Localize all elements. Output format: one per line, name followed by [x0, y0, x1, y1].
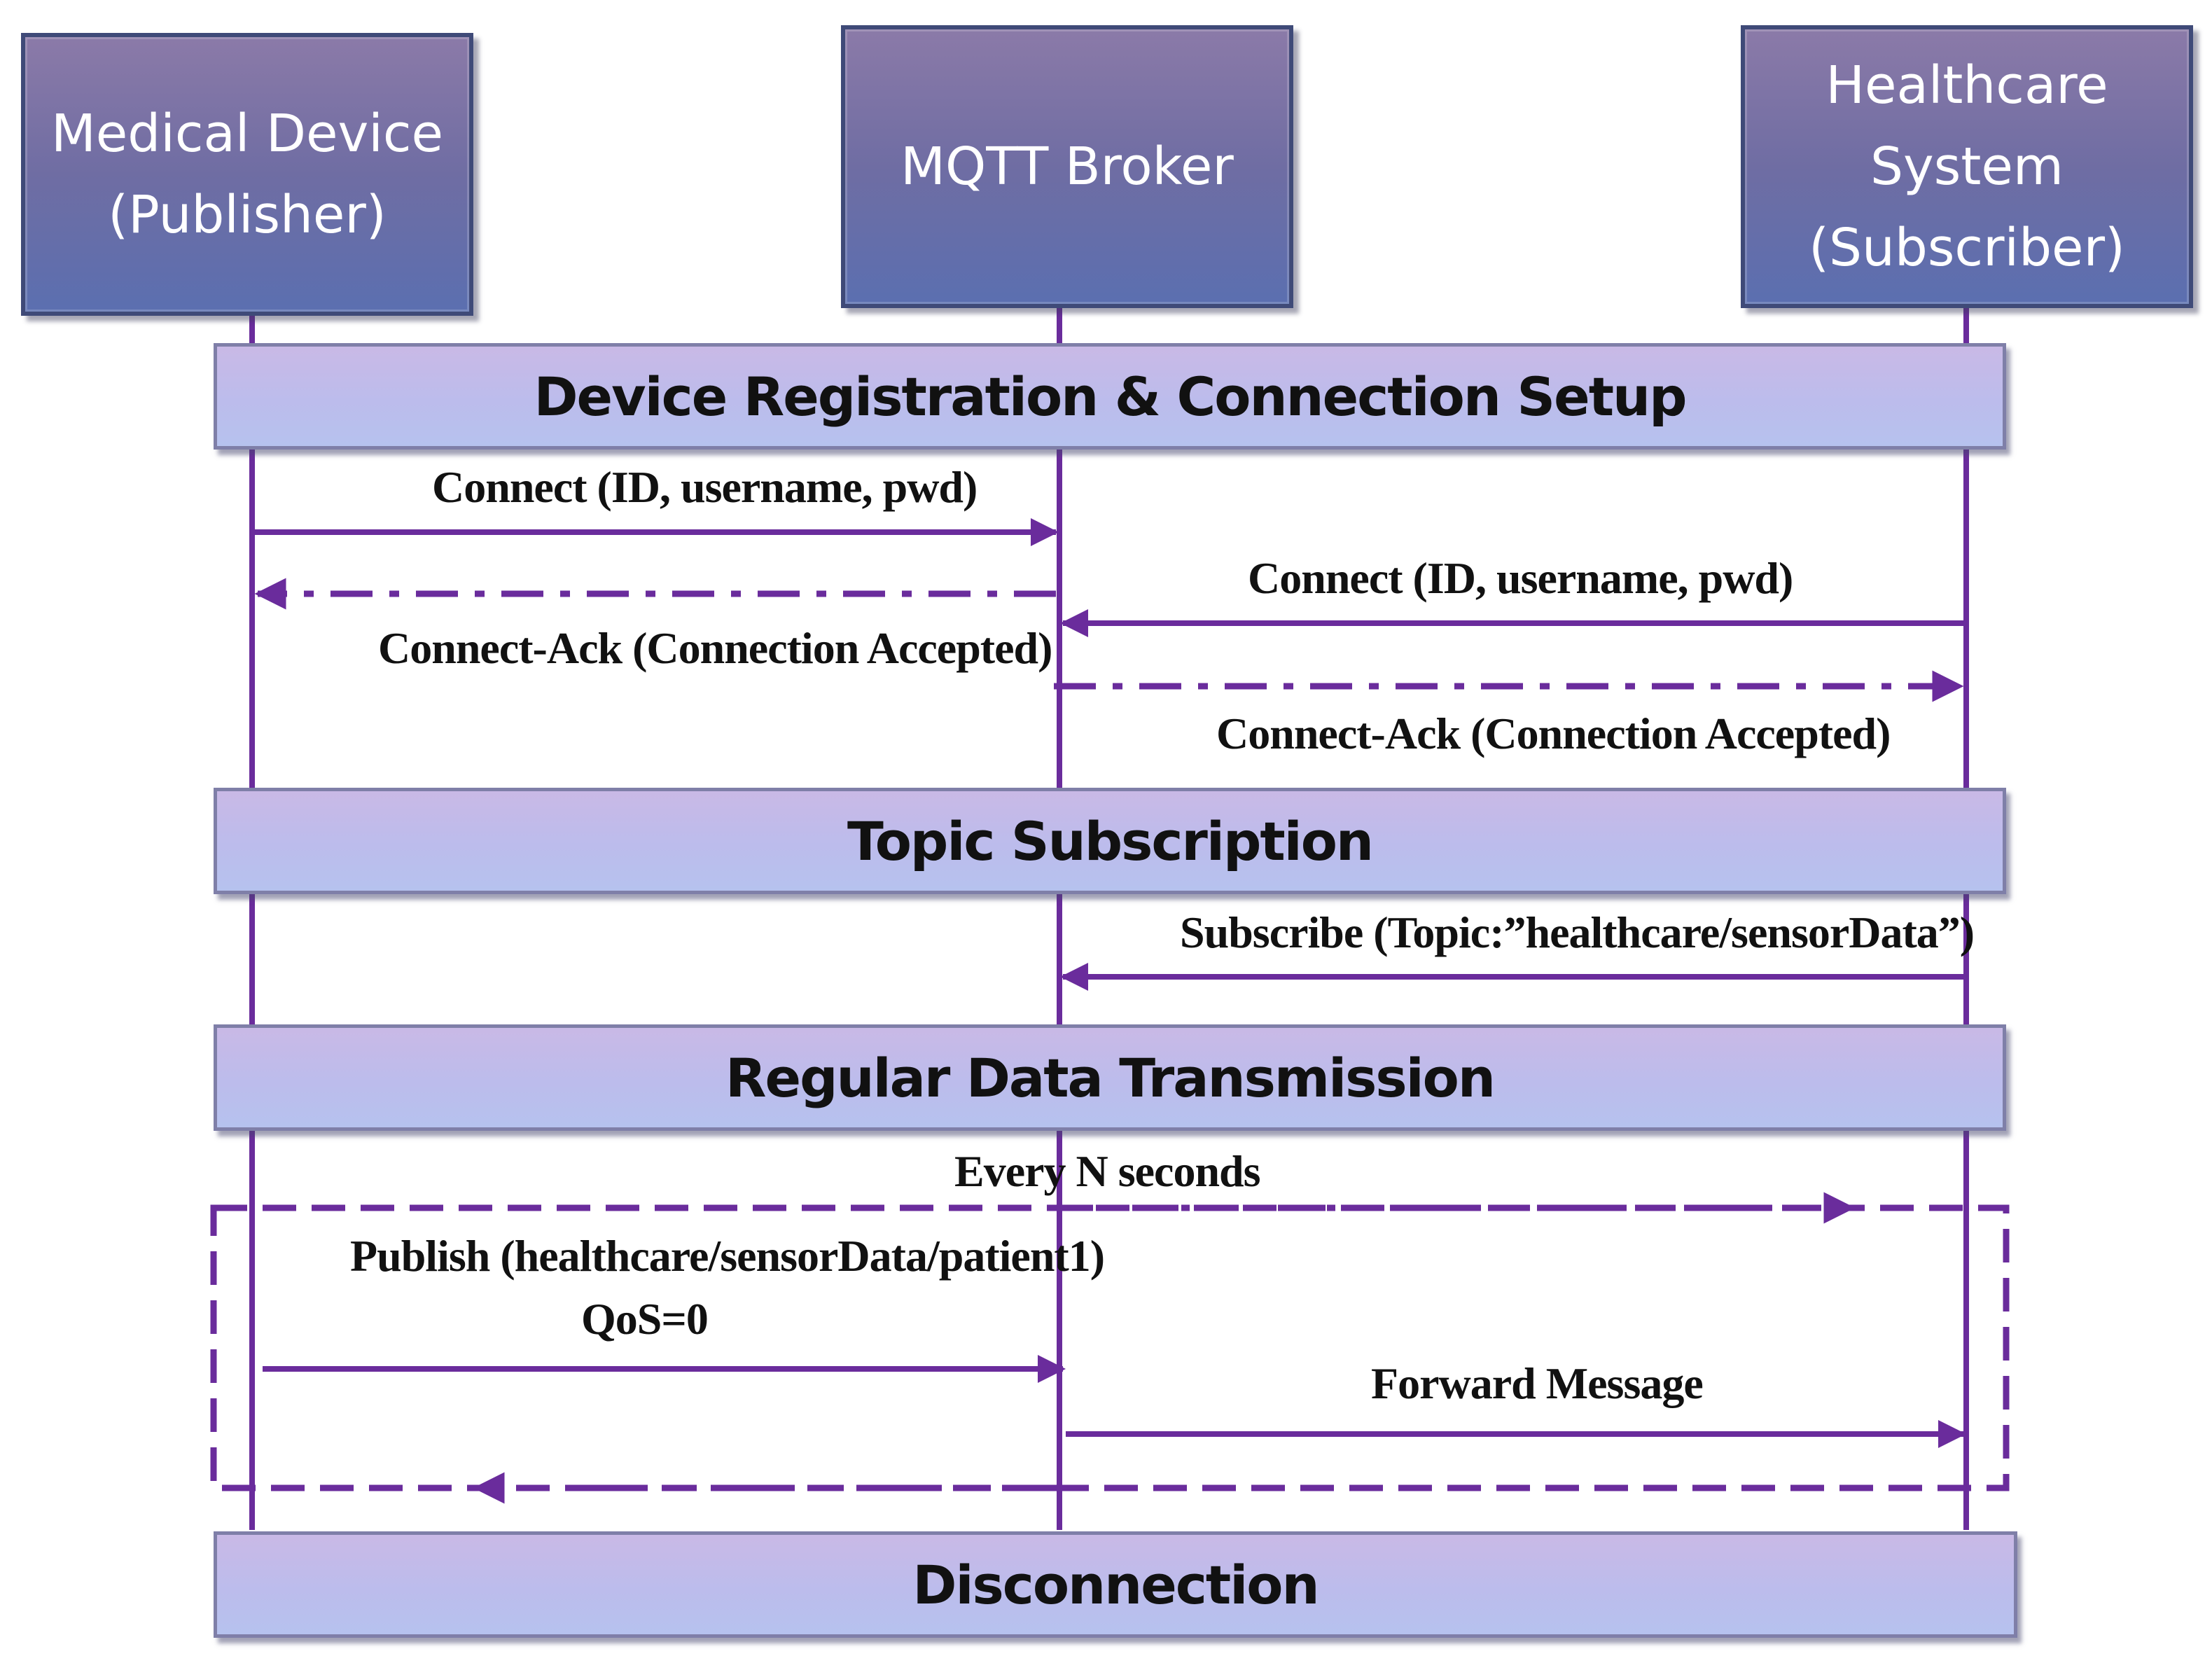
phase-subscription: Topic Subscription: [214, 788, 2006, 894]
device-connect-label: Connect (ID, username, pwd): [432, 462, 978, 512]
actor-medical-device-name: Medical Device: [50, 104, 444, 164]
phase-disconnection: Disconnection: [214, 1531, 2017, 1638]
actor-mqtt-broker-name: MQTT Broker: [900, 137, 1234, 197]
publish-qos-label: QoS=0: [581, 1294, 709, 1344]
phase-registration: Device Registration & Connection Setup: [214, 343, 2006, 450]
actor-healthcare-system: Healthcare System (Subscriber): [1741, 25, 2193, 308]
actor-healthcare-system-role: (Subscriber): [1809, 218, 2125, 278]
actor-medical-device: Medical Device (Publisher): [21, 33, 473, 316]
loop-label: Every N seconds: [954, 1146, 1261, 1196]
actor-mqtt-broker: MQTT Broker: [841, 25, 1293, 308]
actor-medical-device-role: (Publisher): [108, 185, 387, 245]
subscribe-label: Subscribe (Topic:”healthcare/sensorData”…: [1180, 907, 1975, 957]
publish-label: Publish (healthcare/sensorData/patient1): [350, 1231, 1105, 1281]
device-connack-label: Connect-Ack (Connection Accepted): [378, 623, 1052, 673]
phase-transmission: Regular Data Transmission: [214, 1024, 2006, 1131]
actor-healthcare-system-name: Healthcare System: [1825, 55, 2108, 197]
forward-label: Forward Message: [1371, 1358, 1704, 1408]
system-connect-label: Connect (ID, username, pwd): [1248, 553, 1793, 603]
system-connack-label: Connect-Ack (Connection Accepted): [1216, 709, 1891, 758]
